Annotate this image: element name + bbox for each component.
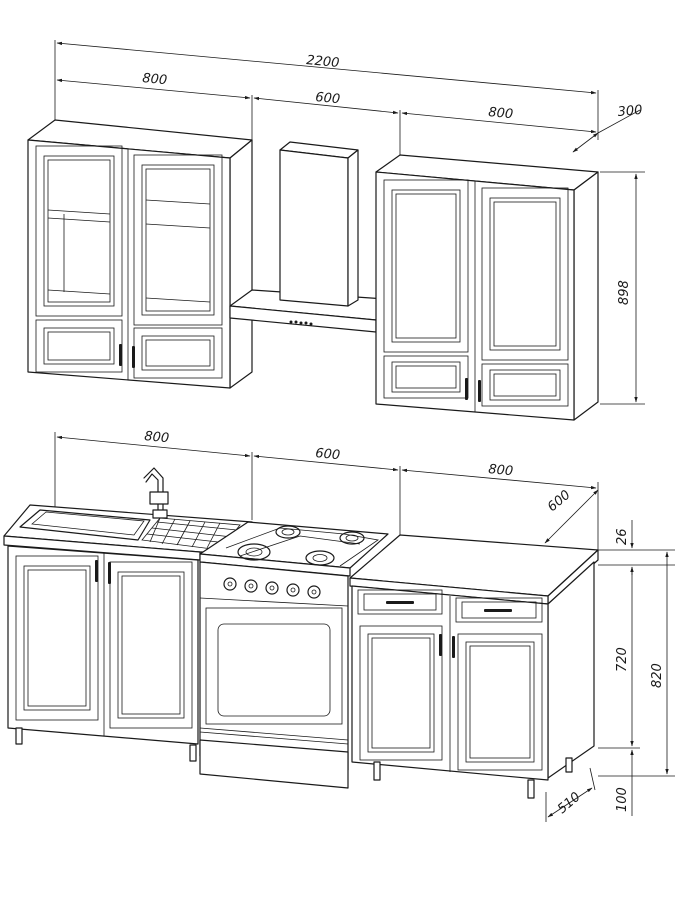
dim-line-upper-right xyxy=(401,111,597,134)
range-hood xyxy=(229,141,401,333)
dim-upper-height: 898 xyxy=(617,280,632,305)
handle-icon xyxy=(386,601,414,604)
dim-line-lower-left xyxy=(56,435,251,458)
leg-icon xyxy=(373,761,381,781)
burner-icon xyxy=(339,531,365,545)
dim-cabinet-body-height: 720 xyxy=(615,647,630,672)
dim-line-hood xyxy=(253,96,399,115)
handle-icon xyxy=(132,346,135,368)
dim-lower-right-width: 800 xyxy=(488,462,514,479)
dim-line-upper-depth xyxy=(572,132,599,153)
drainer-grid-icon xyxy=(141,517,241,551)
faucet-icon xyxy=(143,467,169,519)
handle-icon xyxy=(452,636,455,658)
dim-hood-width: 600 xyxy=(315,90,341,107)
dim-upper-right-width: 800 xyxy=(488,105,514,122)
leg-icon xyxy=(189,744,197,762)
leg-icon xyxy=(15,727,23,745)
sink-bowl-icon xyxy=(19,509,151,541)
dim-countertop-thickness: 26 xyxy=(615,528,630,545)
dim-line-lower-depth xyxy=(544,489,599,544)
knob-icon xyxy=(223,577,321,599)
upper-dimensions: 2200 800 600 800 300 898 xyxy=(54,40,645,405)
stove xyxy=(199,521,389,789)
handle-icon xyxy=(439,634,442,656)
leg-icon xyxy=(527,779,535,799)
dim-cabinet-depth: 510 xyxy=(555,790,584,817)
dim-line-upper-left xyxy=(56,78,251,100)
dim-line-cabinet-depth xyxy=(547,787,593,818)
dim-line-stove xyxy=(253,454,399,472)
handle-icon xyxy=(95,560,98,582)
drawer-right xyxy=(455,597,543,623)
handle-icon xyxy=(108,562,111,584)
handle-icon xyxy=(119,344,122,366)
dim-lower-depth: 600 xyxy=(545,488,574,515)
dim-legs-height: 100 xyxy=(615,787,630,812)
dim-line-total xyxy=(56,41,597,95)
drawer-left xyxy=(357,589,443,615)
dim-lower-left-width: 800 xyxy=(144,429,170,446)
handle-icon xyxy=(484,609,512,612)
handle-icon xyxy=(478,380,481,402)
lower-dimensions: 800 600 800 600 26 720 820 100 510 xyxy=(54,429,675,822)
leg-icon xyxy=(565,757,573,773)
burner-icon xyxy=(305,550,335,566)
dim-upper-left-width: 800 xyxy=(142,71,168,88)
dim-total-width: 2200 xyxy=(306,53,340,71)
dim-total-lower-height: 820 xyxy=(650,663,665,688)
dim-upper-depth: 300 xyxy=(617,103,643,120)
handle-icon xyxy=(465,378,468,400)
oven-window xyxy=(217,623,331,717)
upper-right-cabinet xyxy=(375,154,599,421)
dim-stove-width: 600 xyxy=(315,446,341,463)
dim-line-lower-right xyxy=(401,468,597,490)
burner-icon xyxy=(237,543,271,561)
oven-door xyxy=(205,607,343,725)
drawer-cabinet xyxy=(349,534,599,799)
upper-left-cabinet xyxy=(27,119,253,389)
